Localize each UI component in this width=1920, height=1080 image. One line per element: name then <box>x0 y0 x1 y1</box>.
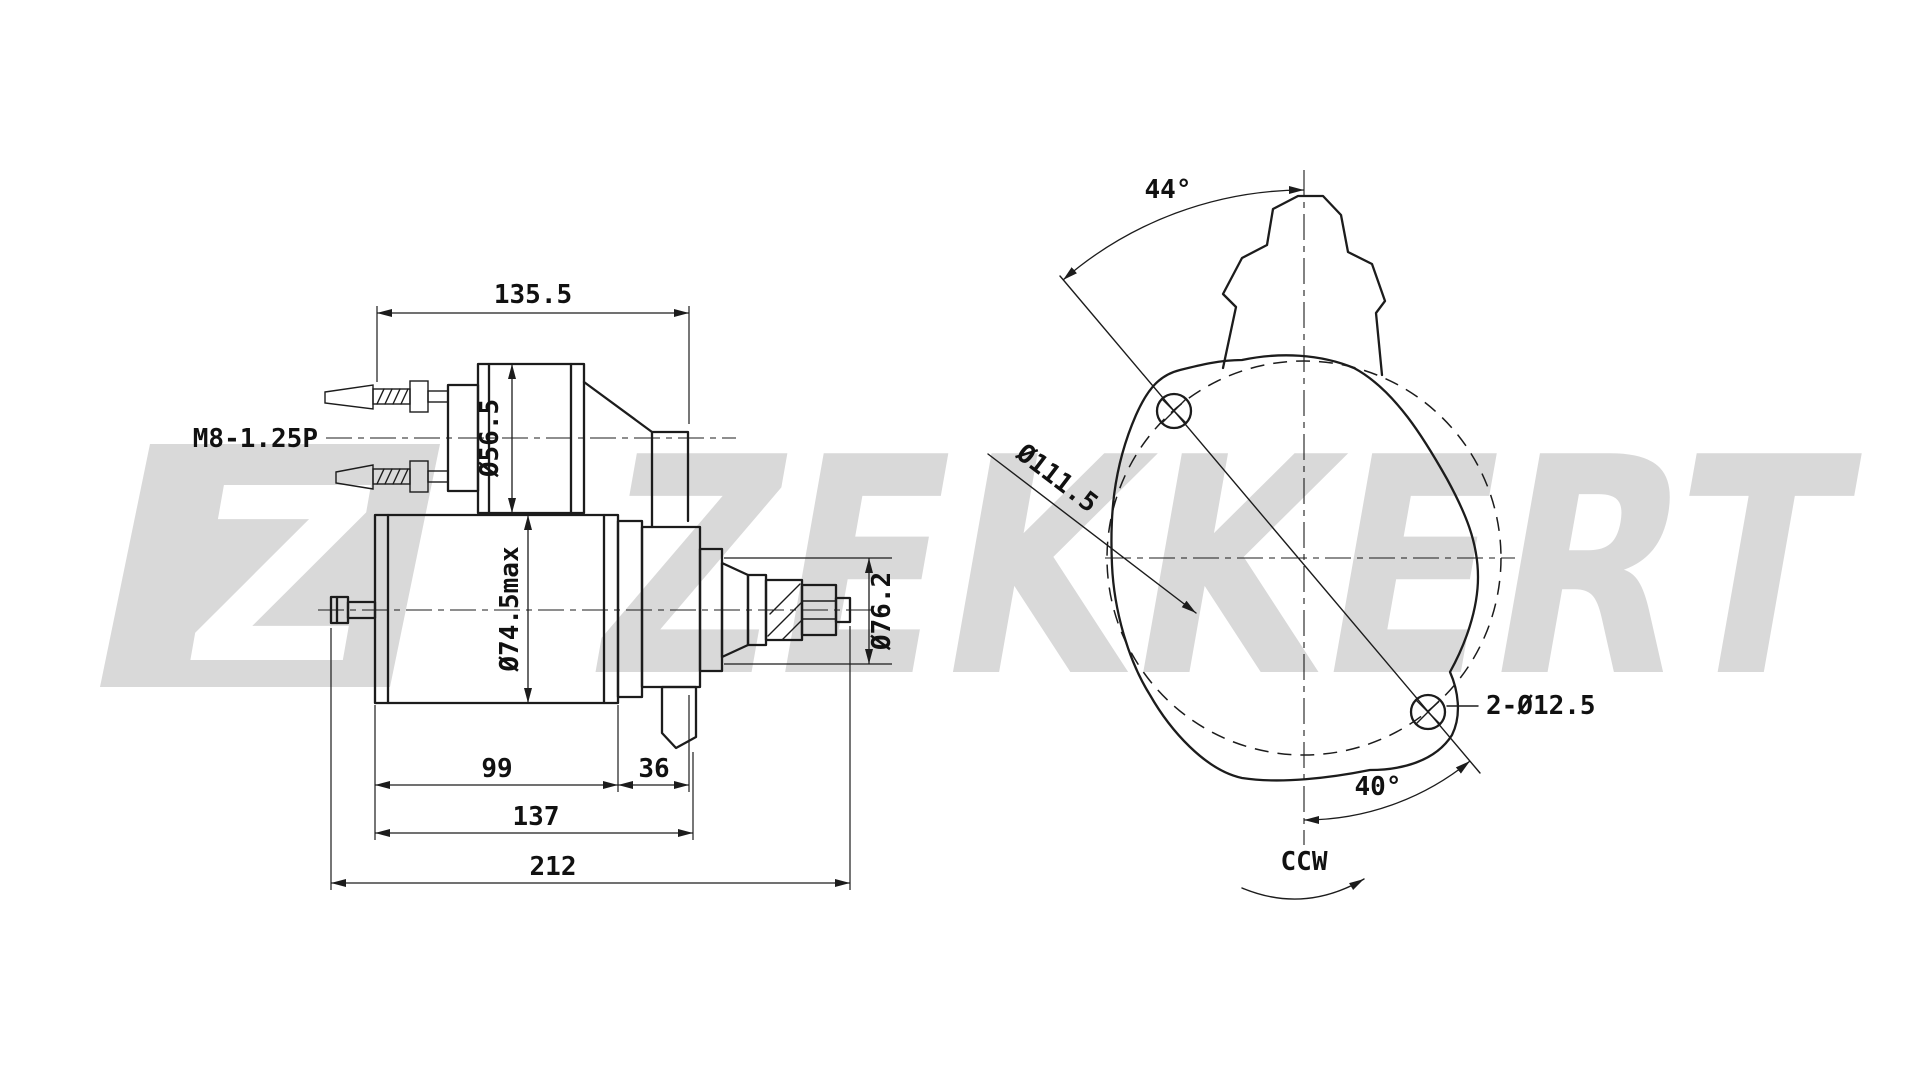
angle-arc-bottom <box>1303 760 1471 825</box>
thread-label: M8-1.25P <box>193 424 318 454</box>
ccw-arrow <box>1241 878 1365 900</box>
angle-bottom-label: 40° <box>1355 772 1402 802</box>
dim-nose-length: 36 <box>638 754 669 784</box>
solenoid <box>446 362 586 515</box>
rotation-label: CCW <box>1281 847 1328 877</box>
flange-outline <box>1110 354 1480 782</box>
side-view-centerlines <box>318 437 882 611</box>
solenoid-silhouette <box>1221 194 1387 377</box>
drive-housing <box>616 519 724 750</box>
brand-wordmark: ZEKKERT <box>572 394 1875 743</box>
body-diameter-label: Ø74.5max <box>495 546 525 672</box>
pilot-diameter-label: Ø76.2 <box>867 572 897 651</box>
hole-diagonal-line <box>1059 275 1481 774</box>
front-view-centerlines <box>1105 170 1515 845</box>
dim-overall-length: 212 <box>530 852 577 882</box>
angle-top-label: 44° <box>1145 175 1192 205</box>
dim-body-length: 99 <box>481 754 512 784</box>
front-view: CCW 44° 40° Ø111.5 2-Ø12.5 <box>987 170 1596 900</box>
brand-logo-tile <box>100 444 440 687</box>
bolt-circle <box>1106 360 1502 756</box>
angle-arc-top <box>1062 186 1305 281</box>
pinion-shaft <box>720 561 852 659</box>
drive-end-bell <box>582 380 690 529</box>
bolt-circle-leader <box>987 453 1197 614</box>
terminal-studs <box>324 380 449 493</box>
solenoid-diameter-label: Ø56.5 <box>475 399 505 478</box>
side-view: 135.5 M8-1.25P Ø56.5 Ø74.5max Ø76.2 99 3… <box>193 280 897 890</box>
rotation-direction: CCW <box>1241 847 1365 900</box>
side-view-dimensions: 135.5 M8-1.25P Ø56.5 Ø74.5max Ø76.2 99 3… <box>193 280 897 890</box>
mounting-holes-label: 2-Ø12.5 <box>1486 691 1596 721</box>
dim-top-length: 135.5 <box>494 280 572 310</box>
dim-mid-length: 137 <box>513 802 560 832</box>
watermark: Z ZEKKERT <box>100 394 1875 743</box>
